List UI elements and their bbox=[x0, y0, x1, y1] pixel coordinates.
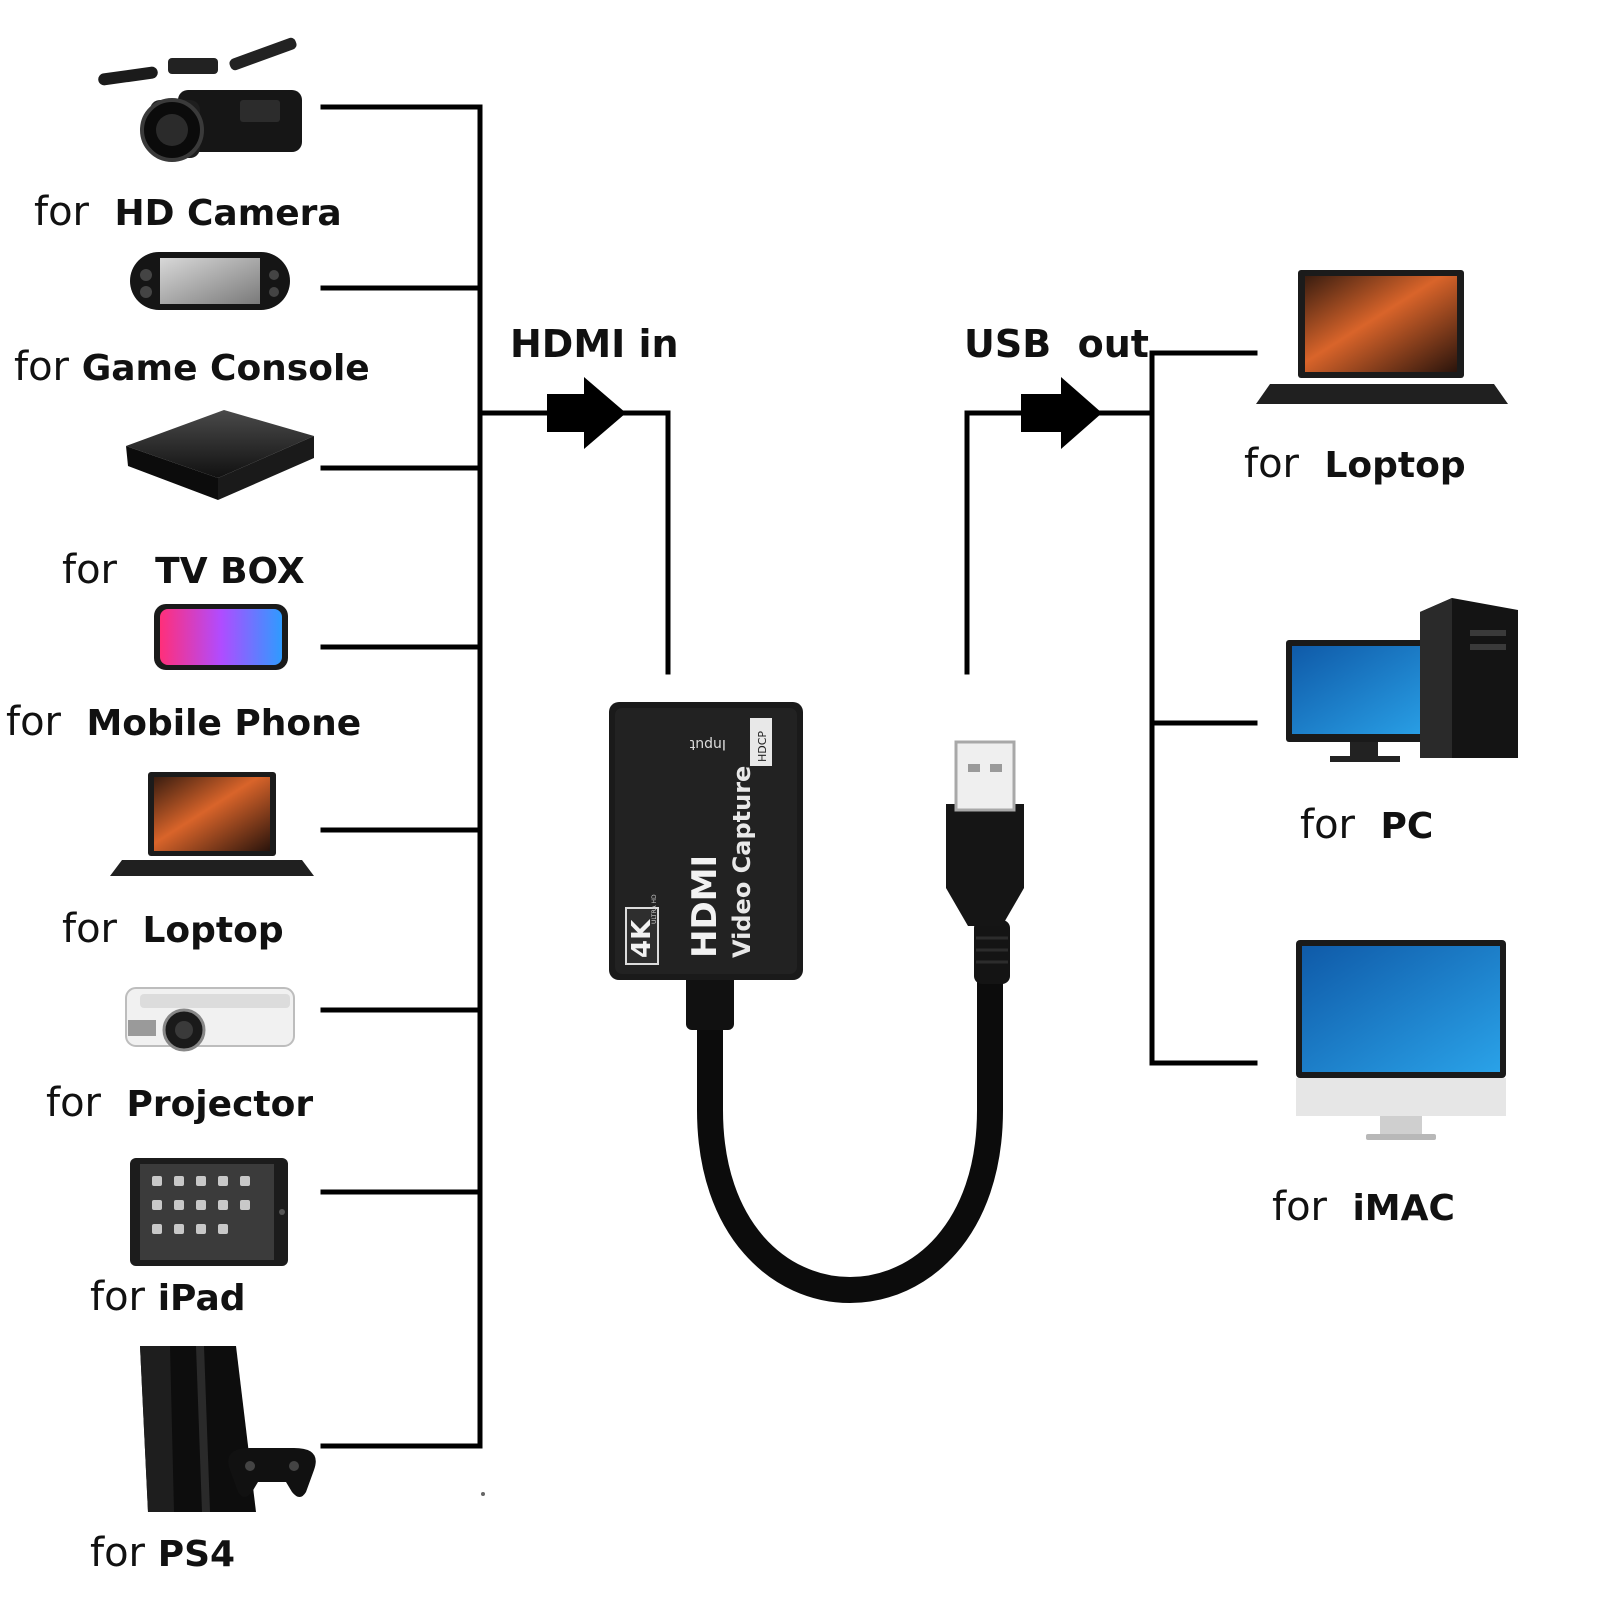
projector-icon bbox=[125, 987, 295, 1052]
source-label-ipad: for iPad bbox=[90, 1274, 246, 1320]
tablet-icon bbox=[130, 1158, 288, 1266]
target-bus bbox=[964, 350, 1258, 1066]
game-console-icon bbox=[140, 1346, 316, 1512]
usb-out-label: USB out bbox=[964, 322, 1149, 366]
video-camera-icon bbox=[98, 37, 302, 162]
source-label-ps4: for PS4 bbox=[90, 1530, 235, 1576]
laptop-icon bbox=[1256, 270, 1508, 404]
source-label-tv-box: for TV BOX bbox=[62, 547, 305, 593]
source-label-projector: for Projector bbox=[46, 1080, 313, 1126]
source-label-game-console: for Game Console bbox=[14, 344, 370, 390]
dot-mark bbox=[481, 1492, 485, 1496]
device-badge: 4K bbox=[627, 919, 657, 958]
desktop-pc-icon bbox=[1286, 598, 1518, 762]
device-port-label: Input bbox=[689, 736, 726, 752]
smartphone-icon bbox=[154, 604, 288, 670]
device-hdcp: HDCP bbox=[756, 731, 769, 762]
source-label-mobile-phone: for Mobile Phone bbox=[6, 699, 361, 745]
usb-out-arrow-icon bbox=[1021, 377, 1102, 449]
source-bus bbox=[320, 104, 671, 1449]
hdmi-in-arrow-icon bbox=[547, 377, 626, 449]
handheld-console-icon bbox=[130, 252, 290, 310]
laptop-icon bbox=[110, 772, 314, 876]
source-label-loptop: for Loptop bbox=[62, 906, 284, 952]
target-label-loptop: for Loptop bbox=[1244, 441, 1466, 487]
imac-icon bbox=[1296, 940, 1506, 1140]
hdmi-capture-card-icon: HDMI Video Capture Input HDCP 4K ULTRA H… bbox=[609, 702, 1024, 1303]
device-badge-sub: ULTRA HD bbox=[651, 894, 658, 924]
hdmi-in-label: HDMI in bbox=[510, 322, 679, 366]
tv-box-icon bbox=[126, 410, 314, 500]
target-label-pc: for PC bbox=[1300, 802, 1433, 848]
device-title: Video Capture bbox=[728, 766, 756, 958]
device-logo: HDMI bbox=[685, 855, 725, 958]
target-label-imac: for iMAC bbox=[1272, 1184, 1455, 1230]
source-label-hd-camera: for HD Camera bbox=[34, 189, 342, 235]
